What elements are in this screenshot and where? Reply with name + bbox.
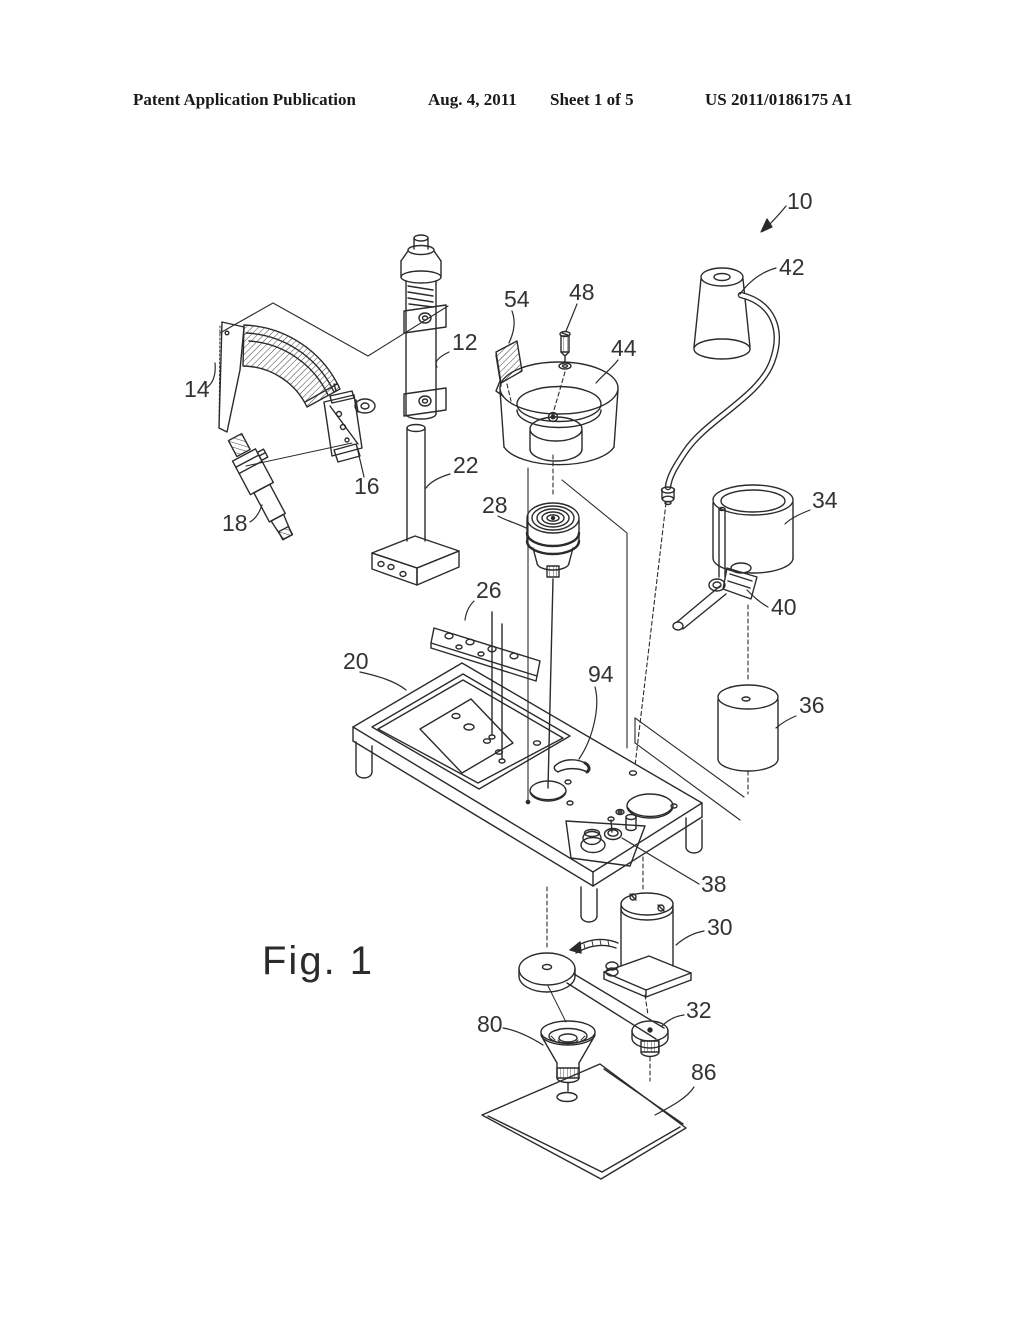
part-48-screw	[558, 330, 572, 370]
figure-caption: Fig. 1	[262, 939, 374, 983]
label-14: 14	[184, 376, 210, 402]
part-22-support-post	[371, 423, 460, 586]
part-20-base-table	[352, 662, 703, 923]
part-38-control-panel	[565, 808, 646, 867]
label-22: 22	[453, 452, 479, 478]
part-36-cylinder	[717, 684, 779, 772]
label-16: 16	[354, 473, 380, 499]
reference-numerals: 10 42 54 48 44 12 14 16 22 18 28 34 40 2…	[184, 188, 838, 1085]
label-80: 80	[477, 1011, 503, 1037]
label-42: 42	[779, 254, 805, 280]
label-40: 40	[771, 594, 797, 620]
part-16-bracket-assembly	[245, 383, 376, 467]
header-patent-number: US 2011/0186175 A1	[705, 90, 853, 109]
part-54-wedge-plate	[495, 340, 523, 387]
part-40-valve	[672, 562, 758, 631]
label-94: 94	[588, 661, 614, 687]
label-54: 54	[504, 286, 530, 312]
header-publication-type: Patent Application Publication	[133, 90, 356, 109]
part-32-small-pulley	[631, 1020, 669, 1058]
label-38: 38	[701, 871, 727, 897]
header-date: Aug. 4, 2011	[428, 90, 517, 109]
label-30: 30	[707, 914, 733, 940]
label-12: 12	[452, 329, 478, 355]
part-80-funnel	[540, 1020, 596, 1092]
label-26: 26	[476, 577, 502, 603]
label-34: 34	[812, 487, 838, 513]
part-42-cone-and-hose	[660, 267, 780, 506]
label-20: 20	[343, 648, 369, 674]
dashed-alignment-lines	[506, 371, 749, 1082]
label-28: 28	[482, 492, 508, 518]
part-34-reservoir-canister	[712, 484, 794, 578]
slot-94	[553, 759, 591, 774]
label-10: 10	[787, 188, 813, 214]
header-sheet-number: Sheet 1 of 5	[550, 90, 634, 109]
label-44: 44	[611, 335, 637, 361]
part-86-base-sheet	[481, 1063, 687, 1180]
label-48: 48	[569, 279, 595, 305]
page-header: Patent Application Publication Aug. 4, 2…	[0, 90, 1024, 114]
part-28-spool-pulley	[525, 502, 581, 789]
leader-lines	[205, 205, 811, 1116]
label-18: 18	[222, 510, 248, 536]
phantom-assembly-lines	[219, 302, 745, 821]
part-26-clamp-plate	[430, 611, 541, 764]
part-12-plunger-column	[400, 234, 447, 420]
part-44-bowl	[495, 361, 619, 466]
drive-pulley-and-belt	[518, 952, 665, 1040]
label-86: 86	[691, 1059, 717, 1085]
part-30-motor	[569, 892, 692, 998]
label-36: 36	[799, 692, 825, 718]
label-32: 32	[686, 997, 712, 1023]
part-18-spindle-tool	[227, 432, 294, 541]
part-14-curved-guard	[218, 321, 341, 433]
